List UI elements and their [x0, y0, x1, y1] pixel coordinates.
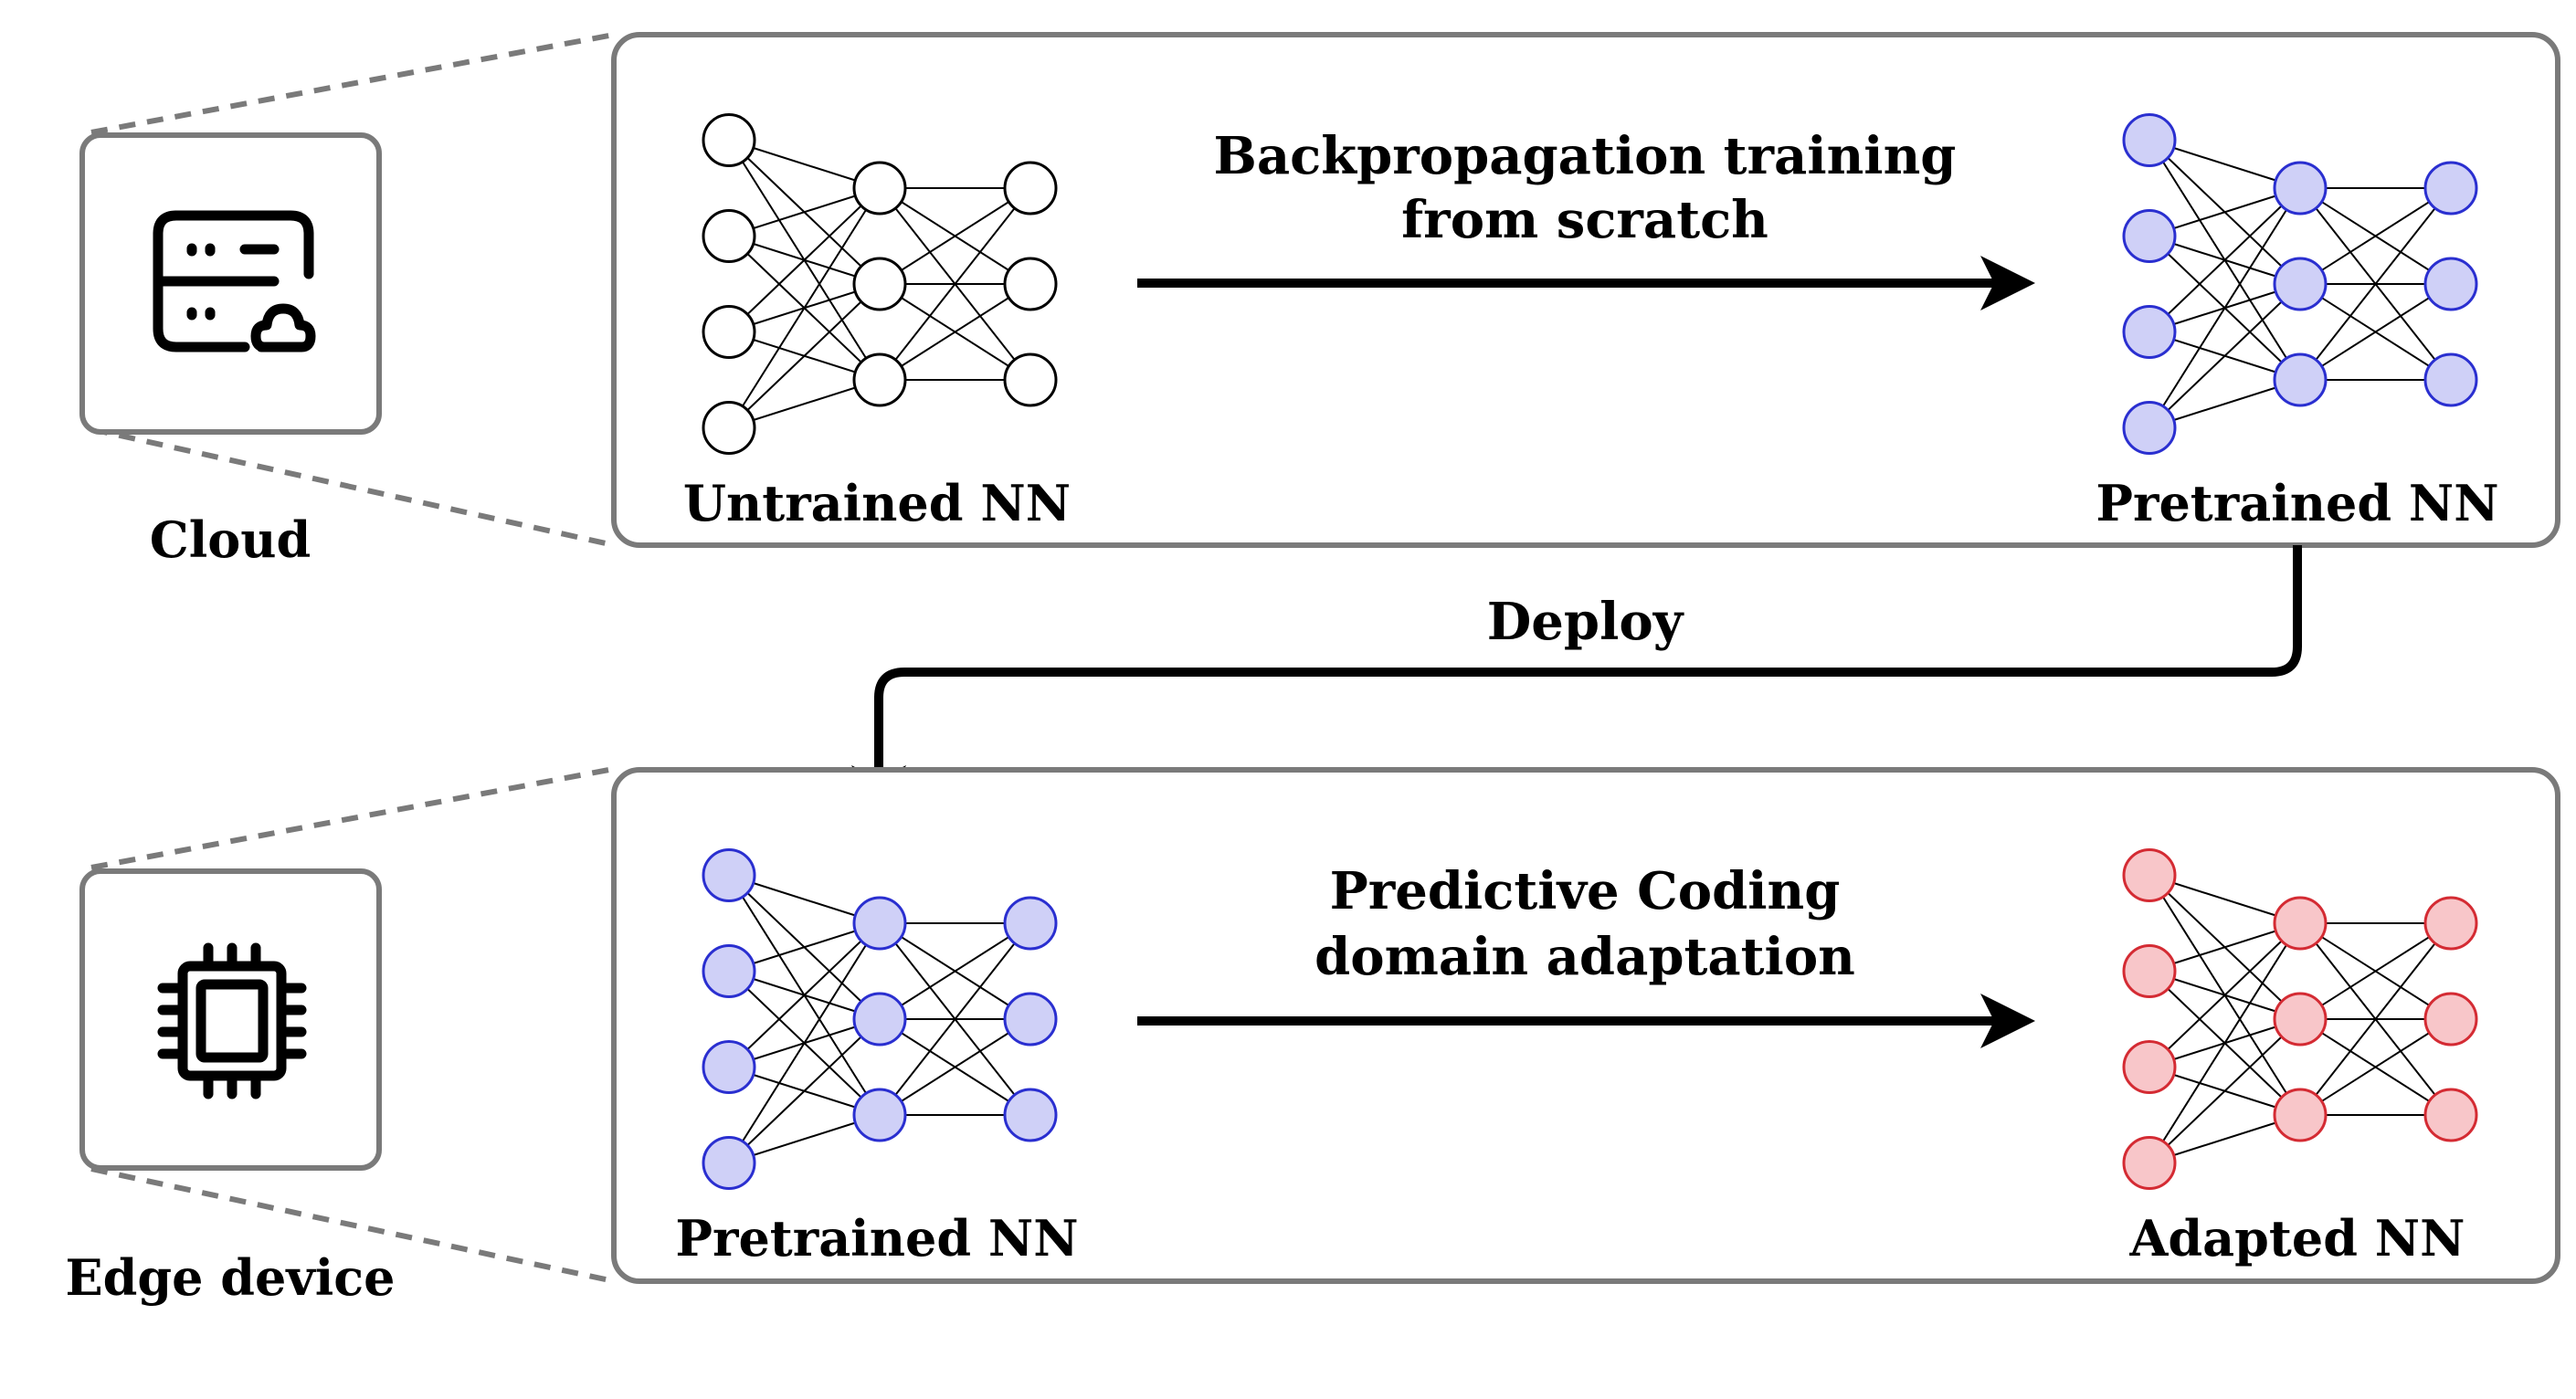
network-node — [2122, 113, 2177, 167]
deploy-label: Deploy — [1487, 592, 1684, 652]
network-connection — [2148, 1018, 2301, 1164]
network-node — [852, 1088, 907, 1142]
network-connection — [728, 187, 881, 429]
network-connection — [879, 922, 1031, 1116]
network-connection — [879, 187, 1031, 285]
edge-zoom-line-bottom — [90, 1166, 615, 1284]
network-node — [702, 848, 756, 902]
training-label-line1: Backpropagation training — [1214, 126, 1957, 186]
network-node — [702, 944, 756, 998]
network-node — [2122, 1040, 2177, 1094]
cloud-zoom-line-top — [90, 32, 615, 135]
network-node — [2273, 1088, 2328, 1142]
network-node — [1003, 1088, 1058, 1142]
network-node — [2122, 848, 2177, 902]
edge-device-label: Edge device — [65, 1248, 395, 1307]
network-connection — [2148, 187, 2301, 333]
network-connection — [728, 283, 881, 429]
network-node — [2423, 896, 2478, 951]
network-connection — [2299, 187, 2452, 381]
pretrained-network-edge — [702, 848, 1058, 1190]
network-node — [2423, 1088, 2478, 1142]
network-connection — [879, 922, 1031, 1020]
untrained-network — [702, 113, 1058, 455]
training-label-line2: from scratch — [1401, 190, 1768, 250]
network-connection — [879, 1018, 1031, 1116]
network-connection — [2299, 187, 2452, 285]
network-connection — [2299, 1018, 2452, 1116]
network-node — [702, 1136, 756, 1190]
network-connection — [879, 283, 1031, 381]
network-connection — [2148, 922, 2301, 1164]
network-connection — [728, 922, 881, 1068]
network-node — [2423, 257, 2478, 311]
network-node — [2122, 944, 2177, 998]
network-node — [2122, 1136, 2177, 1190]
network-node — [852, 896, 907, 951]
network-node — [852, 992, 907, 1047]
network-connection — [728, 1018, 881, 1164]
network-connection — [728, 187, 881, 333]
network-node — [852, 257, 907, 311]
network-node — [852, 161, 907, 216]
network-connection — [728, 922, 881, 1164]
adaptation-label-line2: domain adaptation — [1314, 927, 1855, 987]
network-node — [2273, 992, 2328, 1047]
network-node — [2273, 257, 2328, 311]
network-node — [1003, 992, 1058, 1047]
network-node — [2273, 161, 2328, 216]
network-node — [2423, 992, 2478, 1047]
adapted-network — [2122, 848, 2478, 1190]
adapted-nn-label: Adapted NN — [2129, 1209, 2465, 1268]
network-node — [2273, 896, 2328, 951]
network-connection — [2148, 922, 2301, 1068]
network-node — [1003, 161, 1058, 216]
adaptation-label-line1: Predictive Coding — [1330, 861, 1841, 921]
network-connection — [879, 187, 1031, 381]
network-node — [2122, 305, 2177, 359]
cloud-zoom-line-bottom — [90, 426, 615, 548]
cloud-panel — [611, 32, 2560, 548]
network-connection — [2148, 283, 2301, 429]
network-node — [852, 352, 907, 407]
network-node — [702, 305, 756, 359]
network-connection — [2299, 922, 2452, 1020]
deploy-arrow — [851, 545, 2302, 820]
network-node — [2122, 209, 2177, 263]
network-node — [2273, 352, 2328, 407]
network-connection — [2148, 187, 2301, 429]
network-node — [702, 209, 756, 263]
network-connection — [2299, 922, 2452, 1116]
pretrained-nn-label-cloud: Pretrained NN — [2096, 474, 2498, 532]
network-node — [1003, 352, 1058, 407]
network-connection — [2299, 283, 2452, 381]
network-node — [2122, 401, 2177, 455]
edge-zoom-line-top — [90, 766, 615, 870]
network-node — [1003, 896, 1058, 951]
network-node — [702, 1040, 756, 1094]
edge-icon-box — [79, 868, 382, 1171]
network-node — [702, 113, 756, 167]
microchip-icon — [157, 942, 307, 1099]
pretrained-network-cloud — [2122, 113, 2478, 455]
network-node — [2423, 161, 2478, 216]
network-node — [1003, 257, 1058, 311]
cloud-server-icon — [153, 210, 316, 352]
network-node — [702, 401, 756, 455]
pretrained-nn-label-edge: Pretrained NN — [675, 1209, 1078, 1268]
untrained-nn-label: Untrained NN — [683, 474, 1071, 532]
network-node — [2423, 352, 2478, 407]
cloud-label: Cloud — [150, 510, 311, 569]
